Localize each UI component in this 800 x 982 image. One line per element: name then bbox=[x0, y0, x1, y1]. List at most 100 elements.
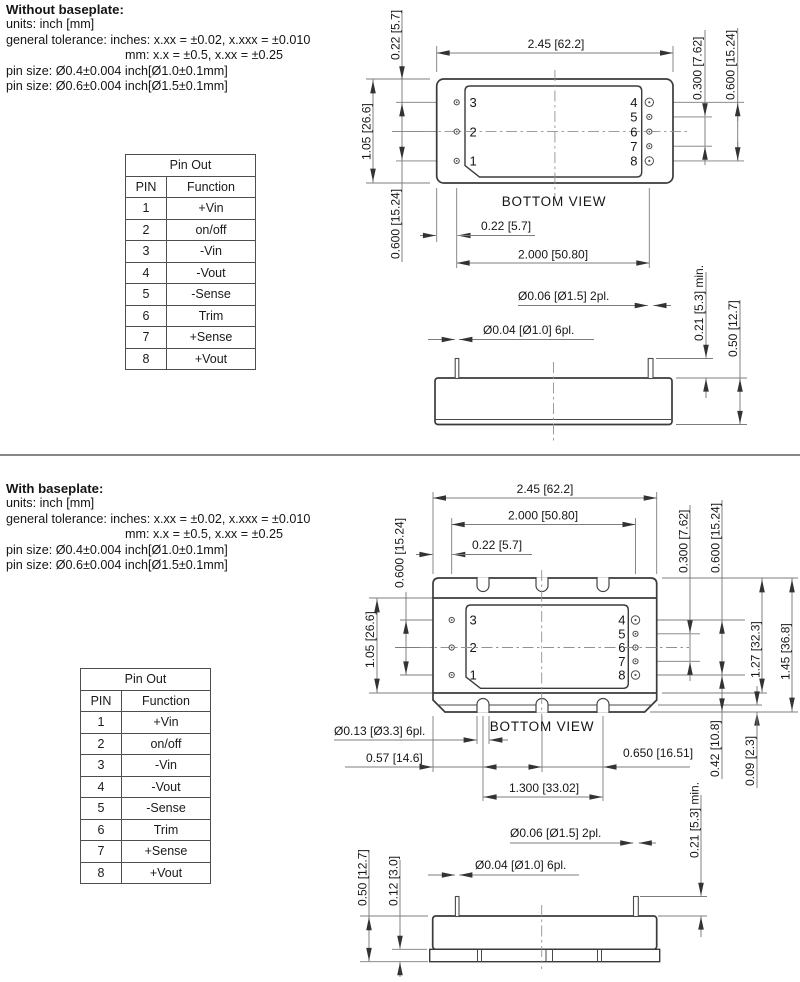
pin-number-2: 2 bbox=[470, 124, 477, 139]
pin-number-3: 3 bbox=[470, 95, 477, 110]
pin-number-2: 2 bbox=[470, 640, 477, 655]
pin-number-6: 6 bbox=[618, 640, 625, 655]
dim-width: 2.45 [62.2] bbox=[528, 37, 585, 51]
note-tolerance-inches: general tolerance: inches: x.xx = ±0.02,… bbox=[6, 511, 311, 526]
bottom-view-label: BOTTOM VIEW bbox=[490, 719, 595, 734]
table-row: 8+Vout bbox=[80, 861, 211, 884]
pin-fn: +Vout bbox=[166, 347, 256, 370]
pin-number-4: 4 bbox=[630, 95, 637, 110]
pin-fn: +Sense bbox=[121, 840, 211, 863]
dim-pin-span-v: 0.600 [15.24] bbox=[393, 518, 407, 588]
dim-pin-dia-small: Ø0.04 [Ø1.0] 6pl. bbox=[483, 323, 574, 337]
section-divider bbox=[0, 454, 800, 456]
pin-number-3: 3 bbox=[470, 613, 477, 628]
extension-lines bbox=[360, 492, 798, 963]
pin-fn: on/off bbox=[166, 218, 256, 241]
pin-number-8: 8 bbox=[630, 154, 637, 169]
pins-left bbox=[448, 616, 455, 679]
pin-fn: +Vin bbox=[166, 197, 256, 220]
pin-num: 3 bbox=[80, 754, 122, 777]
pin-fn: Trim bbox=[121, 818, 211, 841]
dim-plate-height: 1.45 [36.8] bbox=[779, 623, 793, 680]
pinout-col-pin: PIN bbox=[125, 175, 167, 198]
pin-number-4: 4 bbox=[618, 613, 625, 628]
centerlines bbox=[420, 570, 689, 723]
pinout-col-function: Function bbox=[166, 175, 256, 198]
pin-num: 2 bbox=[80, 732, 122, 755]
dim-plate-thickness: 0.12 [3.0] bbox=[387, 856, 401, 906]
side-view-pin-small bbox=[454, 357, 460, 380]
pin-number-5: 5 bbox=[618, 627, 625, 642]
pin-fn: on/off bbox=[121, 732, 211, 755]
pin-number-1: 1 bbox=[470, 154, 477, 169]
dim-slot-half-span: 0.650 [16.51] bbox=[623, 746, 693, 760]
dim-right-outer: 0.600 [15.24] bbox=[709, 503, 723, 573]
table-row: 3-Vin bbox=[125, 240, 256, 263]
pin-num: 2 bbox=[125, 218, 167, 241]
pinout-col-pin: PIN bbox=[80, 689, 122, 712]
dim-pin-offset-v: 0.22 [5.7] bbox=[389, 10, 403, 60]
pinout-col-function: Function bbox=[121, 689, 211, 712]
note-tolerance-mm: mm: x.x = ±0.5, x.xx = ±0.25 bbox=[125, 48, 284, 63]
pin-fn: -Vin bbox=[166, 240, 256, 263]
dim-right-inner: 0.300 [7.62] bbox=[691, 37, 705, 100]
dim-body-height: 1.05 [26.6] bbox=[363, 611, 377, 668]
pin-fn: +Vin bbox=[121, 711, 211, 734]
mounting-slots-bottom bbox=[476, 697, 610, 713]
dim-right-inner: 0.300 [7.62] bbox=[677, 510, 691, 573]
dim-pin-offset-h: 0.22 [5.7] bbox=[481, 219, 531, 233]
note-tolerance-inches: general tolerance: inches: x.xx = ±0.02,… bbox=[6, 32, 311, 47]
pin-fn: +Sense bbox=[166, 326, 256, 349]
table-row: 1+Vin bbox=[125, 197, 256, 220]
pin-num: 3 bbox=[125, 240, 167, 263]
dim-pin-length: 0.21 [5.3] min. bbox=[688, 782, 702, 858]
dim-pin-dia-small: Ø0.04 [Ø1.0] 6pl. bbox=[475, 858, 566, 872]
table-row: 1+Vin bbox=[80, 711, 211, 734]
pin-number-5: 5 bbox=[630, 110, 637, 125]
pin-fn: -Sense bbox=[166, 283, 256, 306]
pins-right bbox=[644, 97, 654, 166]
pinout-title: Pin Out bbox=[80, 668, 211, 691]
note-pin-size-2: pin size: Ø0.6±0.004 inch[Ø1.5±0.1mm] bbox=[6, 558, 228, 573]
pin-num: 7 bbox=[125, 326, 167, 349]
table-row: 8+Vout bbox=[125, 347, 256, 370]
dim-pin-offset-h: 0.22 [5.7] bbox=[472, 538, 522, 552]
pin-fn: +Vout bbox=[121, 861, 211, 884]
dim-height: 0.50 [12.7] bbox=[726, 300, 740, 357]
dimension-lines bbox=[370, 10, 743, 425]
pins-right bbox=[630, 615, 641, 680]
dim-pin-span-v: 0.600 [15.24] bbox=[389, 189, 403, 259]
pin-fn: -Vin bbox=[121, 754, 211, 777]
dim-right-outer: 0.600 [15.24] bbox=[724, 30, 738, 100]
baseplate-slot-ticks bbox=[477, 949, 602, 962]
side-view-baseplate bbox=[429, 948, 661, 963]
pin-number-8: 8 bbox=[618, 668, 625, 683]
dim-pin-span-h: 2.000 [50.80] bbox=[518, 248, 588, 262]
centerlines bbox=[424, 70, 689, 197]
dim-slot-dia: Ø0.13 [Ø3.3] 6pl. bbox=[334, 724, 425, 738]
pin-num: 6 bbox=[125, 304, 167, 327]
note-pin-size-2: pin size: Ø0.6±0.004 inch[Ø1.5±0.1mm] bbox=[6, 79, 228, 94]
dim-pin-length: 0.21 [5.3] min. bbox=[692, 265, 706, 341]
mounting-slots-top bbox=[476, 577, 610, 593]
pin-num: 4 bbox=[125, 261, 167, 284]
note-units: units: inch [mm] bbox=[6, 17, 95, 32]
pin-fn: Trim bbox=[166, 304, 256, 327]
pin-fn: -Vout bbox=[121, 775, 211, 798]
dim-pin-dia-big: Ø0.06 [Ø1.5] 2pl. bbox=[518, 289, 609, 303]
note-pin-size-1: pin size: Ø0.4±0.004 inch[Ø1.0±0.1mm] bbox=[6, 63, 228, 78]
note-pin-size-1: pin size: Ø0.4±0.004 inch[Ø1.0±0.1mm] bbox=[6, 542, 228, 557]
table-row: 4-Vout bbox=[80, 775, 211, 798]
pinout-title: Pin Out bbox=[125, 154, 256, 177]
pin-num: 5 bbox=[80, 797, 122, 820]
dim-width: 2.45 [62.2] bbox=[517, 482, 574, 496]
pin-num: 1 bbox=[125, 197, 167, 220]
pin-number-1: 1 bbox=[470, 668, 477, 683]
pin-fn: -Sense bbox=[121, 797, 211, 820]
